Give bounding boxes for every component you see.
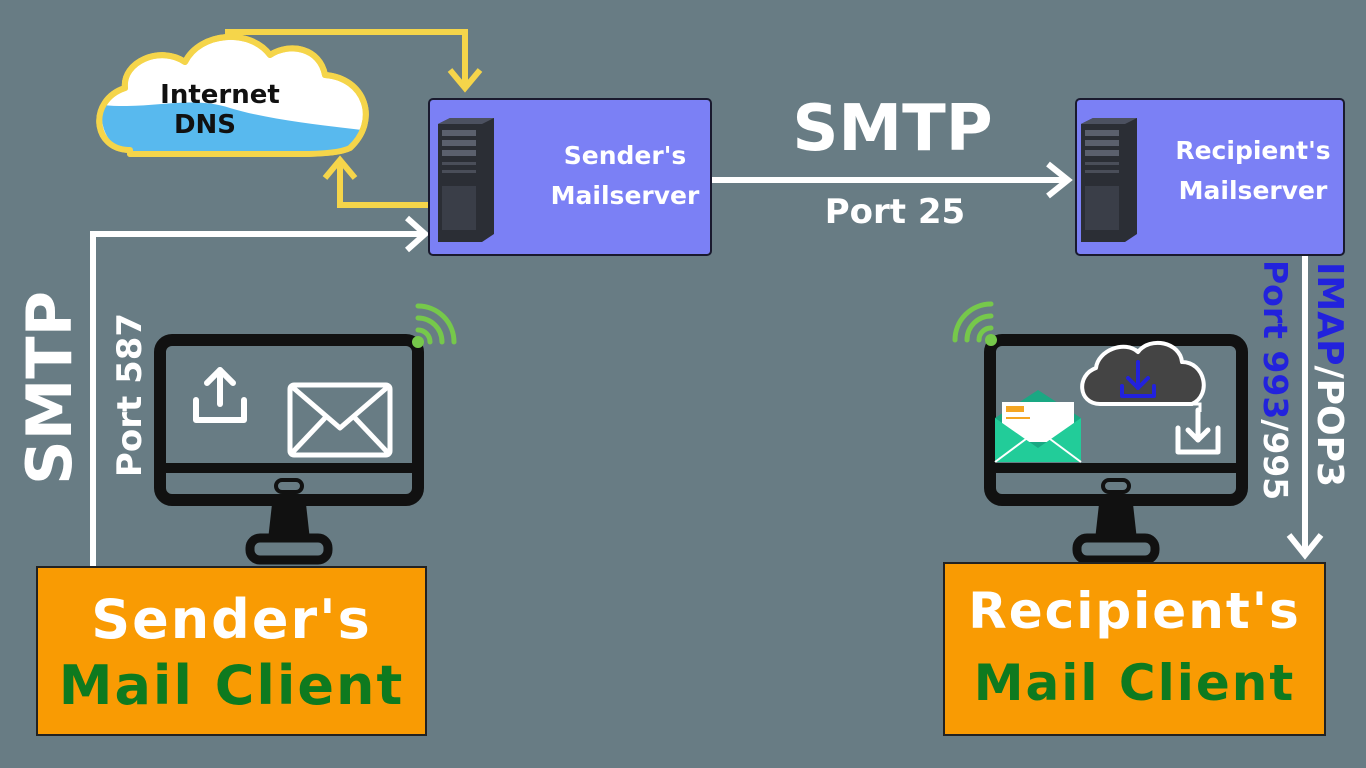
recipient-client-line2: Mail Client [973, 654, 1296, 712]
imap-label: IMAP [1309, 262, 1350, 366]
cloud-icon [96, 33, 369, 157]
sender-monitor-icon [154, 334, 424, 565]
retrieval-arrow [1286, 256, 1324, 560]
dns-line1: Internet [160, 80, 280, 110]
wifi-icon [412, 303, 457, 348]
envelope-icon [287, 382, 393, 458]
server-tower-icon [1081, 118, 1137, 242]
download-icon [1175, 407, 1221, 455]
sender-mailserver-label: Sender's Mailserver [540, 136, 710, 216]
smtp-submission-arrow [90, 215, 430, 568]
server-tower-icon [438, 118, 494, 242]
retrieval-protocols: IMAP/POP3 [1308, 262, 1350, 512]
upload-icon [193, 367, 247, 423]
recipient-mail-client: Recipient's Mail Client [943, 562, 1326, 736]
dns-response-arrow [322, 155, 430, 208]
dns-label: Internet DNS [155, 80, 285, 140]
retrieval-ports: Port 993/995 [1255, 260, 1295, 520]
recipient-client-line1: Recipient's [968, 582, 1301, 640]
recipient-mailserver [1075, 98, 1345, 256]
dns-lookup-arrow [225, 29, 483, 93]
sender-mailserver-line2: Mailserver [550, 181, 700, 210]
smtp-relay-protocol: SMTP [792, 92, 993, 166]
dns-line2: DNS [173, 110, 237, 140]
recipient-mailserver-line1: Recipient's [1175, 136, 1331, 165]
port-separator: / [1256, 419, 1295, 432]
protocol-separator: / [1309, 365, 1350, 379]
sender-mail-client: Sender's Mail Client [36, 566, 427, 736]
recipient-mailserver-label: Recipient's Mailserver [1165, 131, 1341, 211]
recipient-mailserver-line2: Mailserver [1178, 176, 1328, 205]
sender-client-line1: Sender's [91, 588, 372, 651]
sender-client-line2: Mail Client [58, 654, 405, 717]
recipient-monitor-icon [984, 334, 1248, 565]
smtp-relay-port: Port 25 [824, 192, 966, 232]
imap-port-label: Port 993 [1256, 260, 1295, 420]
open-envelope-icon [994, 390, 1082, 463]
pop3-port-label: 995 [1256, 431, 1295, 501]
smtp-relay-arrow [712, 161, 1073, 199]
sender-mailserver [428, 98, 712, 256]
sender-mailserver-line1: Sender's [563, 141, 687, 170]
smtp-submission-port: Port 587 [110, 312, 150, 478]
smtp-submission-protocol: SMTP [13, 290, 86, 486]
wifi-icon [952, 301, 997, 346]
pop3-label: POP3 [1309, 378, 1350, 488]
cloud-download-icon [1080, 341, 1206, 412]
